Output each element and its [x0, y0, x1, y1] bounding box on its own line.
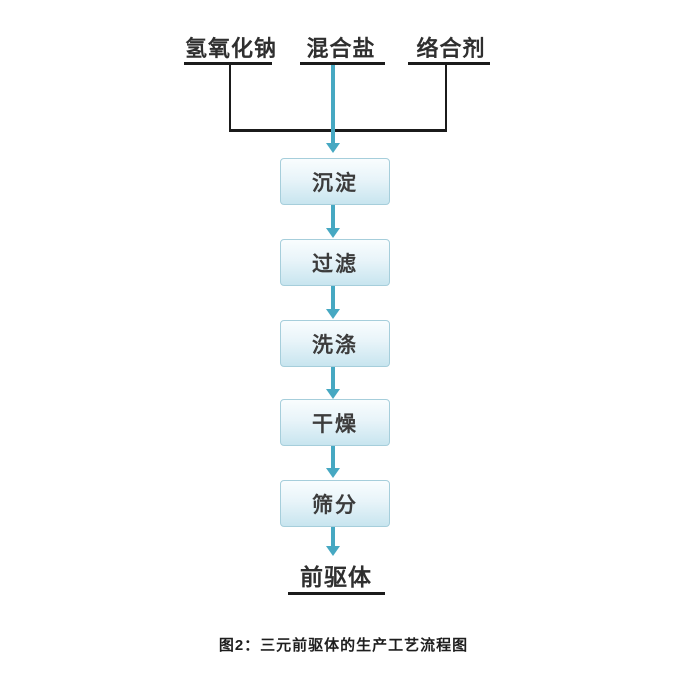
- flow-line: [331, 205, 335, 229]
- flow-arrow-icon: [326, 389, 340, 399]
- input-label-sodium-hydroxide: 氢氧化钠: [184, 36, 277, 61]
- flow-line: [331, 65, 335, 143]
- flow-arrow-icon: [326, 228, 340, 238]
- connector-u-shape: [229, 65, 447, 132]
- input-underline: [184, 62, 272, 65]
- flow-line: [331, 286, 335, 310]
- flow-arrow-icon: [326, 309, 340, 319]
- flow-line: [331, 446, 335, 469]
- flow-arrow-icon: [326, 143, 340, 153]
- step-box-filtration: 过滤: [280, 239, 390, 286]
- input-label-complexing-agent: 络合剂: [416, 36, 486, 61]
- input-label-mixed-salt: 混合盐: [306, 36, 376, 61]
- flow-arrow-icon: [326, 546, 340, 556]
- input-underline: [300, 62, 385, 65]
- input-underline: [408, 62, 490, 65]
- step-box-drying: 干燥: [280, 399, 390, 446]
- step-box-washing: 洗涤: [280, 320, 390, 367]
- step-box-precipitation: 沉淀: [280, 158, 390, 205]
- figure-caption: 图2：三元前驱体的生产工艺流程图: [218, 637, 469, 654]
- flow-line: [331, 367, 335, 390]
- step-box-sieving: 筛分: [280, 480, 390, 527]
- flow-line: [331, 527, 335, 547]
- output-underline: [288, 592, 385, 595]
- flow-arrow-icon: [326, 468, 340, 478]
- output-label-precursor: 前驱体: [300, 564, 372, 590]
